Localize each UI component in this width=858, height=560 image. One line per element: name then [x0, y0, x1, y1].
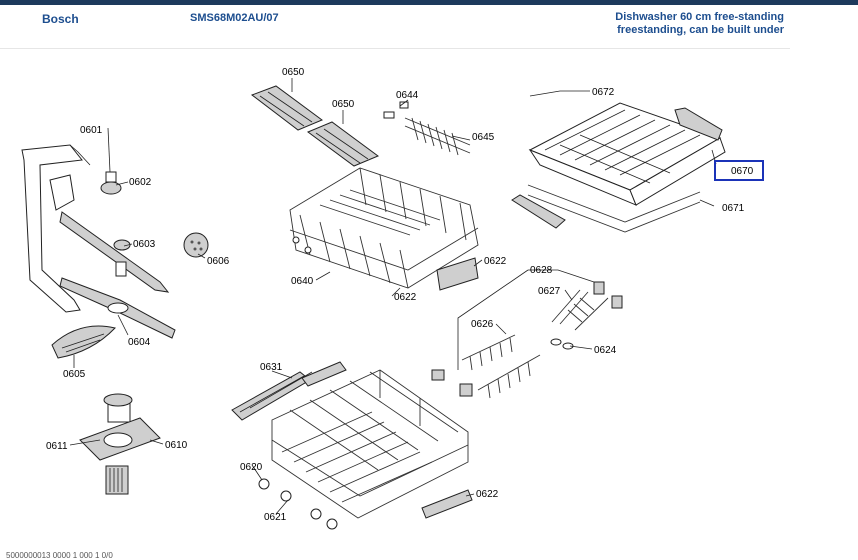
top-accent-bar — [0, 0, 858, 5]
label-0602: 0602 — [129, 177, 152, 188]
label-0644: 0644 — [396, 90, 419, 101]
label-0626: 0626 — [471, 319, 494, 330]
header-divider — [0, 48, 790, 49]
cutlery-comb-0650 — [250, 85, 380, 167]
label-0650-a: 0650 — [282, 67, 305, 78]
fine-filter-plate-0610 — [79, 417, 161, 461]
wheels-0620-0621 — [258, 478, 338, 530]
label-0622-c: 0622 — [476, 489, 499, 500]
micro-filter-0605 — [51, 325, 116, 359]
document-footer: 5000000013 0000 1 000 1 0/0 — [6, 551, 113, 560]
label-0622-a: 0622 — [484, 256, 507, 267]
label-0627: 0627 — [538, 286, 561, 297]
clip-0644 — [383, 101, 409, 119]
spike-row-0626 — [461, 334, 541, 399]
holder-0628 — [431, 281, 623, 397]
bearing-0624 — [550, 338, 574, 350]
label-0671: 0671 — [722, 203, 745, 214]
lower-basket — [271, 369, 469, 519]
label-0620: 0620 — [240, 462, 263, 473]
label-0640: 0640 — [291, 276, 314, 287]
upper-basket-0640 — [289, 167, 479, 289]
label-0611: 0611 — [46, 441, 68, 452]
filter-cylinder-0611 — [103, 393, 133, 495]
product-description: Dishwasher 60 cm free-standing freestand… — [615, 11, 784, 37]
label-0604: 0604 — [128, 337, 151, 348]
spike-insert-0631 — [231, 361, 347, 421]
label-0624: 0624 — [594, 345, 617, 356]
description-line-1: Dishwasher 60 cm free-standing — [615, 11, 784, 23]
label-0606: 0606 — [207, 256, 230, 267]
brand-name: Bosch — [42, 12, 79, 26]
spike-row-0627 — [551, 289, 609, 331]
label-0672: 0672 — [592, 87, 615, 98]
label-0670[interactable]: 0670 — [731, 166, 754, 177]
lower-spray-arm — [59, 277, 176, 339]
description-line-2: freestanding, can be built under — [617, 24, 784, 36]
label-0605: 0605 — [63, 369, 86, 380]
handle-0622-upper — [436, 257, 479, 291]
handle-0622-lower — [421, 489, 473, 519]
label-0610: 0610 — [165, 440, 188, 451]
highlight-box-0670 — [714, 160, 764, 181]
spray-arm-supply-pipe — [21, 144, 91, 313]
label-0650-b: 0650 — [332, 99, 355, 110]
model-number: SMS68M02AU/07 — [190, 12, 279, 24]
spray-arm-hub-0603 — [113, 239, 131, 277]
label-0601: 0601 — [80, 125, 103, 136]
spray-arm-hub-0602 — [100, 171, 122, 195]
label-0621: 0621 — [264, 512, 287, 523]
label-0628: 0628 — [530, 265, 553, 276]
label-0603: 0603 — [133, 239, 156, 250]
label-0631: 0631 — [260, 362, 283, 373]
rack-insert-0645 — [404, 117, 471, 156]
cutlery-drawer-0672 — [528, 102, 726, 206]
leader-lines — [69, 78, 717, 515]
label-0645: 0645 — [472, 132, 495, 143]
drawer-rail-0671 — [511, 184, 701, 233]
page-header: Bosch SMS68M02AU/07 Dishwasher 60 cm fre… — [0, 5, 858, 49]
upper-spray-arm — [49, 174, 170, 293]
filter-disc-0606 — [183, 232, 209, 258]
label-0622-b: 0622 — [394, 292, 417, 303]
